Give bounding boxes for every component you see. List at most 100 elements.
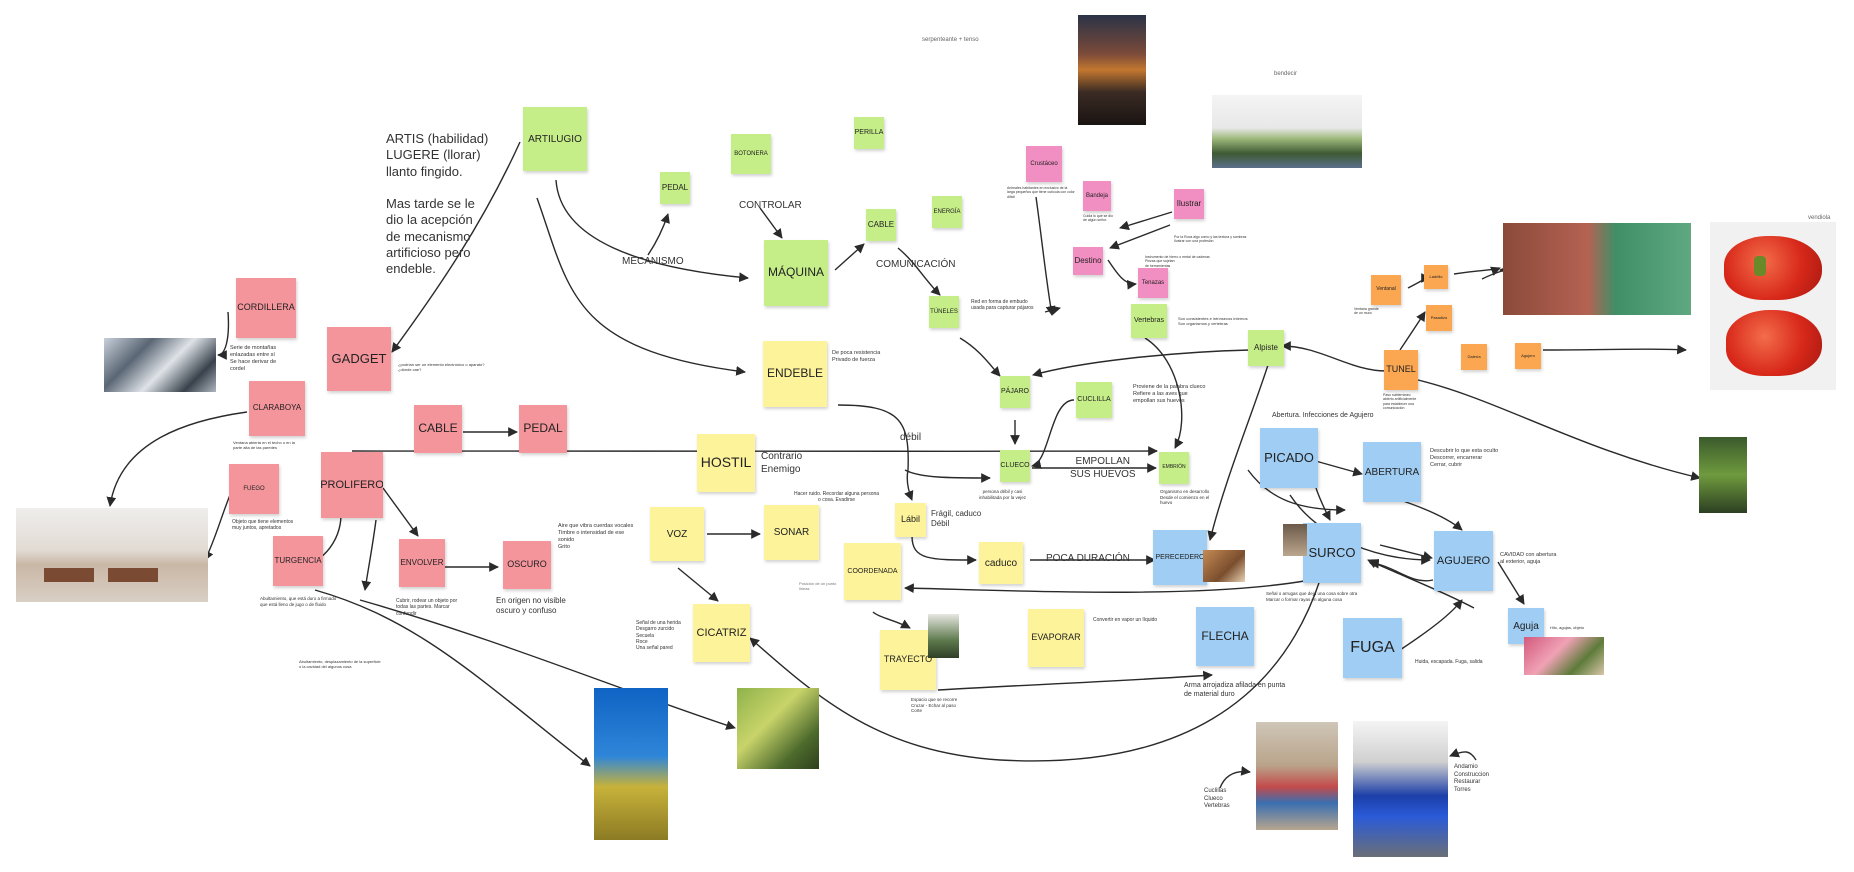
note-abertura[interactable]: ABERTURA	[1363, 442, 1421, 502]
note-sonar[interactable]: SONAR	[764, 505, 819, 560]
note-orange-d[interactable]: Agujero	[1515, 343, 1541, 369]
note-labil[interactable]: Lábil	[895, 503, 926, 537]
note-orange-a[interactable]: Ladrillo	[1424, 265, 1448, 289]
note-pedal-green[interactable]: PEDAL	[660, 172, 690, 204]
cuclillas-list: Cuclillas Clueco Vertebras	[1204, 788, 1230, 809]
note-artilugio[interactable]: ARTILUGIO	[523, 107, 587, 171]
courtyard-aerial-photo	[1503, 223, 1691, 315]
flecha-description: Arma arrojadiza afilada en punta de mate…	[1184, 682, 1286, 698]
edge-picado-surco	[1315, 487, 1331, 521]
surco-desc: Señal o arrugas que deja una cosa sobre …	[1266, 591, 1358, 602]
note-vertebras[interactable]: Vertebras	[1131, 304, 1167, 338]
note-tuneles[interactable]: TÚNELES	[929, 296, 959, 328]
agujero-desc: CAVIDAD con abertura al exterior, aguja	[1500, 552, 1557, 565]
note-cuclilla[interactable]: CUCLILLA	[1076, 382, 1112, 418]
note-orange-c[interactable]: Galería	[1461, 344, 1487, 370]
yellow-broom-sky-photo	[594, 688, 668, 840]
note-oscuro[interactable]: OSCURO	[503, 541, 551, 589]
note-cicatriz[interactable]: CICATRIZ	[693, 604, 750, 662]
note-ventanal[interactable]: Ventanal	[1371, 275, 1401, 305]
note-clueco[interactable]: CLUECO	[1000, 450, 1030, 482]
controlar-label: CONTROLAR	[739, 200, 802, 211]
note-bandeja[interactable]: Bandeja	[1083, 181, 1111, 211]
gadget-desc: ¿podrían ser un elemento electrónico o a…	[398, 362, 485, 372]
note-gadget[interactable]: GADGET	[327, 327, 391, 391]
note-destino[interactable]: Destino	[1073, 247, 1103, 275]
note-coordenada[interactable]: COORDENADA	[844, 543, 901, 600]
note-cordillera[interactable]: CORDILLERA	[236, 278, 296, 338]
poca-duracion-label: POCA DURACIÓN	[1046, 553, 1130, 564]
note-perilla[interactable]: PERILLA	[854, 117, 884, 149]
note-ilustrar[interactable]: Ilustrar	[1174, 189, 1204, 219]
edge-ventanal-pic	[1453, 266, 1501, 276]
edge-voz-cicatriz	[677, 567, 719, 602]
note-endeble[interactable]: ENDEBLE	[763, 341, 827, 407]
mecanismo-label: MECANISMO	[622, 256, 684, 267]
small-surco-photo	[1283, 524, 1307, 556]
note-prolifero[interactable]: PROLIFERO	[321, 452, 383, 518]
cuclilla-desc: Proviene de la palabra clueco Refiere a …	[1133, 384, 1206, 404]
note-picado[interactable]: PICADO	[1260, 428, 1318, 488]
note-orange-b[interactable]: Pasadizo	[1426, 305, 1452, 331]
edge-tunel-orange	[1399, 311, 1426, 351]
edge-surco-cicatriz	[749, 579, 1321, 762]
edge-fuga-agujero	[1399, 599, 1463, 651]
note-caduco[interactable]: caduco	[979, 542, 1023, 584]
edge-cable-tuneles	[897, 247, 941, 296]
note-claraboya[interactable]: CLARABOYA	[249, 381, 305, 436]
edge-alpiste-pajaro	[1032, 349, 1251, 378]
ventanal-desc: Ventana grande de un muro	[1354, 307, 1379, 316]
edge-abertura-agujero	[1399, 499, 1463, 531]
note-fuga[interactable]: FUGA	[1343, 618, 1402, 678]
sonar-desc: Hacer ruido. Recordar alguna persona o c…	[794, 491, 880, 504]
note-agujero[interactable]: AGUJERO	[1434, 531, 1493, 591]
vendes-label: vendiola	[1808, 215, 1831, 221]
tuneles-desc: Red en forma de embudo usada para captur…	[971, 299, 1034, 312]
note-fuego[interactable]: FUEGO	[229, 464, 279, 514]
note-alpiste[interactable]: Alpiste	[1248, 330, 1284, 366]
edge-ilustrar-destino	[1109, 224, 1171, 250]
trayecto-desc: Espacio que se recorre Cruzar - Echar al…	[911, 697, 958, 714]
note-botonera[interactable]: BOTONERA	[731, 134, 771, 174]
sunset-photo	[1078, 15, 1146, 125]
edge-endeble-labil	[837, 404, 914, 501]
edge-abertura-top	[1247, 469, 1346, 515]
note-flecha[interactable]: FLECHA	[1196, 607, 1254, 666]
note-tunel[interactable]: TUNEL	[1384, 350, 1418, 390]
note-pajaro[interactable]: PÁJARO	[1000, 376, 1030, 408]
clueco-desc: persona débil y casi inhabilitada por la…	[979, 489, 1027, 500]
note-perecedero[interactable]: PERECEDERO	[1153, 530, 1207, 585]
edge-cuclillas-pic	[1219, 765, 1251, 789]
note-pedal-pink[interactable]: PEDAL	[519, 405, 567, 453]
edge-cable-line	[351, 446, 1158, 456]
edge-prolifero-down	[361, 519, 377, 591]
edge-crustaceo-down	[1035, 196, 1056, 316]
trayecto-photo	[928, 614, 959, 658]
note-cable-pink[interactable]: CABLE	[414, 405, 462, 453]
edge-fuego-pic	[204, 494, 231, 561]
evaporar-desc: Convertir en vapor un líquido	[1093, 617, 1158, 623]
note-maquina[interactable]: MÁQUINA	[764, 240, 828, 306]
note-surco[interactable]: SURCO	[1303, 523, 1361, 583]
coordenada-desc: Posición de un punto lineas	[799, 581, 837, 591]
edge-maquina-cable	[834, 243, 865, 271]
edge-cordillera-pic	[217, 311, 230, 360]
note-turgencia[interactable]: TURGENCIA	[273, 536, 323, 586]
abertura-top-label: Abertura. Infecciones de Agujero	[1272, 412, 1374, 419]
note-trayecto[interactable]: TRAYECTO	[880, 630, 936, 690]
note-crustaceo[interactable]: Crustáceo	[1026, 146, 1062, 182]
note-cable-green[interactable]: CABLE	[866, 209, 896, 241]
comunicacion-label: COMUNICACIÓN	[876, 259, 956, 270]
note-hostil[interactable]: HOSTIL	[697, 434, 755, 492]
etymology-text: ARTIS (habilidad) LUGERE (llorar) llanto…	[386, 131, 489, 276]
note-energia[interactable]: ENERGÍA	[932, 196, 962, 228]
green-shrub-photo	[737, 688, 819, 769]
note-voz[interactable]: VOZ	[650, 507, 704, 561]
note-embrion[interactable]: EMBRIÓN	[1159, 452, 1189, 484]
cordillera-desc: Serie de montañas enlazadas entre sí Se …	[230, 345, 277, 372]
note-evaporar[interactable]: EVAPORAR	[1028, 609, 1084, 667]
note-envolver[interactable]: ENVOLVER	[399, 539, 445, 587]
voz-desc: Aire que vibra cuerdas vocales Timbre o …	[558, 523, 634, 550]
envolver-desc: Cubrir, rodear un objeto por todas las p…	[396, 598, 458, 617]
note-tenazas[interactable]: Tenazas	[1138, 268, 1168, 298]
